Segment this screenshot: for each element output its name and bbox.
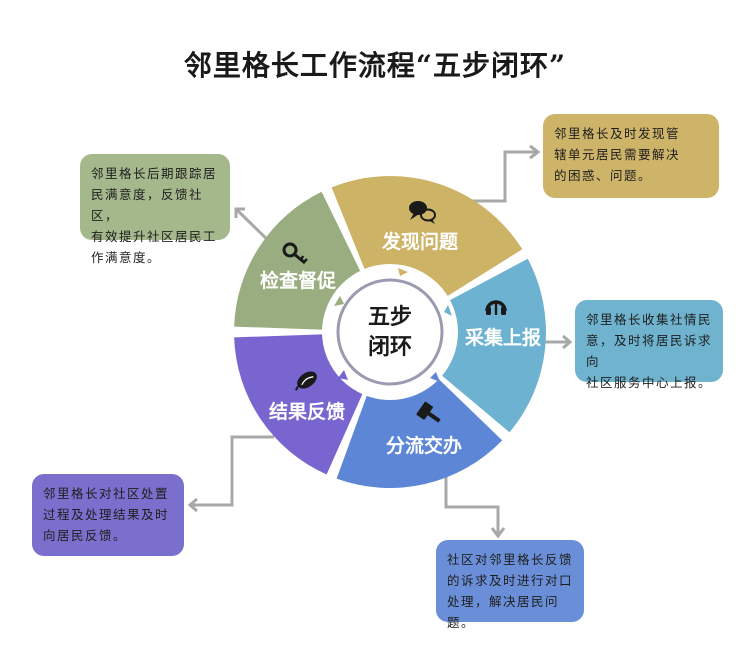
connector-step1	[468, 150, 538, 203]
note-discover: 邻里格长及时发现管 辖单元居民需要解决 的困惑、问题。	[543, 114, 719, 198]
note-line: 的困惑、问题。	[554, 168, 653, 183]
note-feedback: 邻里格长对社区处置 过程及处理结果及时 向居民反馈。	[32, 474, 184, 556]
leaf-icon	[294, 371, 317, 391]
step-label-dispatch: 分流交办	[386, 434, 462, 457]
center-label-line2: 闭环	[368, 335, 412, 360]
center-label-line1: 五步	[368, 304, 412, 330]
note-line: 意，及时将居民诉求向	[586, 333, 713, 369]
note-line: 作满意度。	[91, 250, 162, 265]
arrowhead-step4	[187, 497, 198, 513]
connector-step4	[190, 435, 274, 507]
note-line: 民满意度，反馈社区，	[91, 187, 204, 223]
note-line: 邻里格长及时发现管	[554, 126, 681, 141]
connector-step3	[444, 472, 500, 536]
ring-notches	[334, 268, 452, 382]
arrowhead-step1	[529, 144, 541, 160]
note-line: 处理，解决居民问题。	[447, 594, 560, 630]
note-line: 社区服务中心上报。	[586, 375, 713, 390]
gavel-icon	[416, 401, 441, 423]
arrowhead-step5	[234, 207, 245, 218]
note-report: 邻里格长收集社情民 意，及时将居民诉求向 社区服务中心上报。	[575, 300, 723, 390]
note-line: 社区对邻里格长反馈	[447, 552, 574, 567]
step-label-inspect: 检查督促	[260, 269, 336, 292]
note-line: 辖单元居民需要解决	[554, 147, 681, 162]
step-label-discover: 发现问题	[381, 230, 458, 253]
headphones-icon	[485, 300, 507, 315]
note-line: 邻里格长后期跟踪居	[91, 166, 218, 181]
note-inspect: 邻里格长后期跟踪居 民满意度，反馈社区， 有效提升社区居民工 作满意度。	[80, 154, 230, 265]
note-line: 过程及处理结果及时	[43, 507, 170, 522]
arrowhead-step3	[490, 527, 506, 539]
step-label-feedback: 结果反馈	[269, 400, 345, 423]
speech-bubbles-icon	[409, 201, 436, 224]
diagram-title: 邻里格长工作流程“五步闭环”	[183, 49, 567, 82]
note-line: 邻里格长对社区处置	[43, 486, 170, 501]
segment-report[interactable]	[390, 258, 546, 433]
arrowhead-step2	[562, 334, 573, 350]
step-label-report: 采集上报	[465, 326, 541, 349]
note-line: 邻里格长收集社情民	[586, 312, 713, 327]
note-dispatch: 社区对邻里格长反馈 的诉求及时进行对口 处理，解决居民问题。	[436, 540, 584, 630]
note-line: 的诉求及时进行对口	[447, 573, 574, 588]
center-circle	[336, 278, 444, 386]
note-line: 有效提升社区居民工	[91, 229, 218, 244]
note-line: 向居民反馈。	[43, 528, 128, 543]
key-icon	[282, 242, 308, 265]
